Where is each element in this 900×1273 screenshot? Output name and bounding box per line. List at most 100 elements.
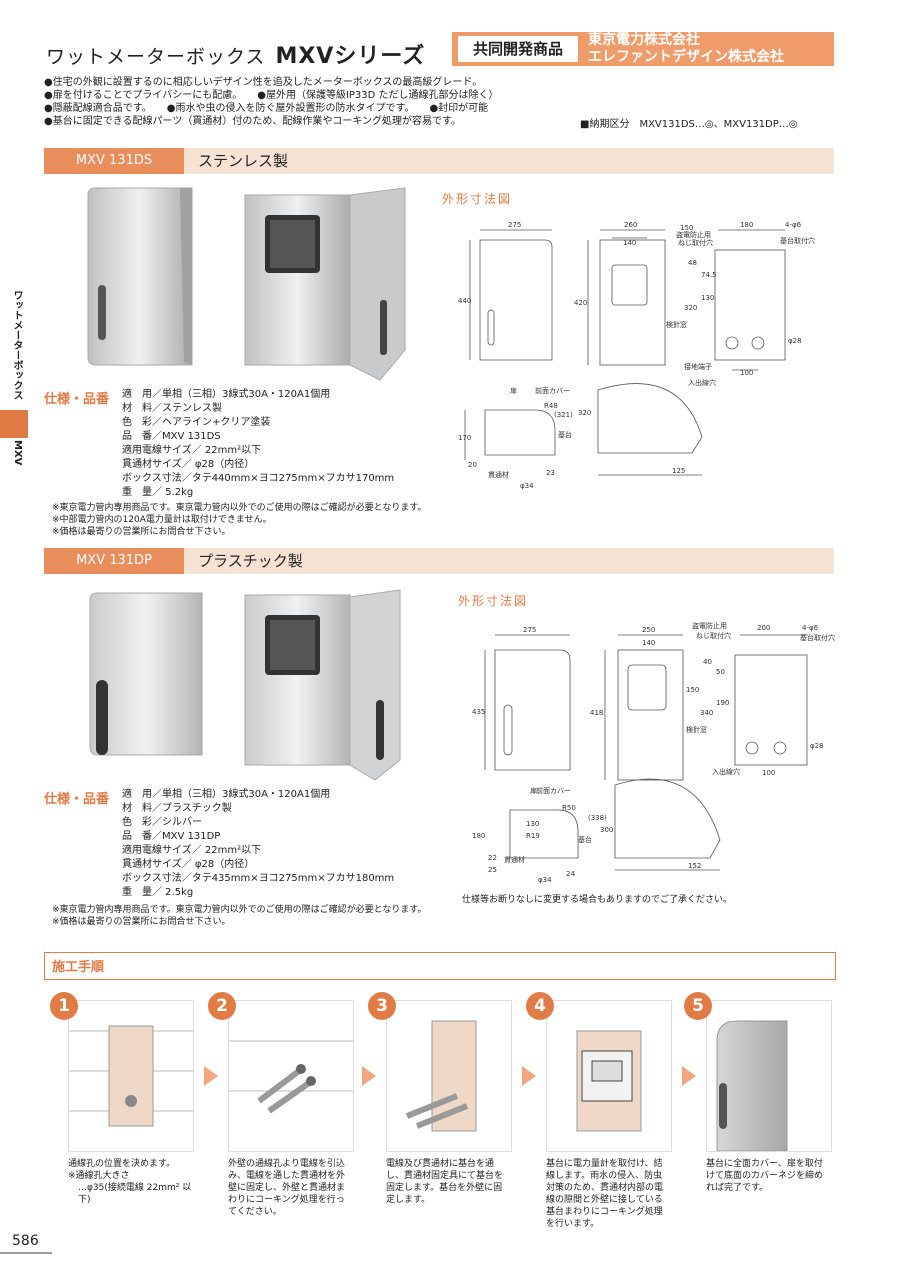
step-4-image xyxy=(546,1000,672,1152)
step-5-text: 基台に全面カバー、扉を取付けて底面のカバーネジを締めれば完了です。 xyxy=(706,1159,824,1193)
dim-100: 100 xyxy=(762,769,775,777)
dim-150: 150 xyxy=(686,686,699,694)
step-arrow-icon xyxy=(362,1066,376,1086)
dimension-drawing-ds: 275 440 260 140 420 150 320 48 74.5 130 … xyxy=(458,221,815,490)
step-arrow-icon xyxy=(682,1066,696,1086)
lbl-base: 基台 xyxy=(558,430,572,439)
spec-heading-ds: 仕様・品番 xyxy=(44,392,110,407)
dim-front-width: 275 xyxy=(508,221,521,229)
product-code-ds: MXV 131DS xyxy=(44,148,184,174)
step-number: 5 xyxy=(684,992,712,1020)
dim-bottom-height: 180 xyxy=(472,832,485,840)
dim-22: 22 xyxy=(488,854,497,862)
dim-r19: R19 xyxy=(526,832,540,840)
spec-heading-dp: 仕様・品番 xyxy=(44,792,110,807)
dim-130: 130 xyxy=(526,820,539,828)
notes-dp: ※東京電力管内専用商品です。東京電力管内以外でのご使用の際はご確認が必要となりま… xyxy=(52,905,427,927)
material-title-ds: ステンレス製 xyxy=(198,152,289,170)
dim-side-inner: 140 xyxy=(642,639,655,647)
lbl-front-cover: 前面カバー xyxy=(535,386,570,395)
dim-title-ds: 外形寸法図 xyxy=(442,192,513,206)
product-code-dp: MXV 131DP xyxy=(44,548,184,574)
lbl-base-hole: 基台取付穴 xyxy=(800,633,835,642)
lbl-door: 扉 xyxy=(530,786,537,795)
lbl-pass-member: 貫通材 xyxy=(488,470,509,479)
dim-340: 340 xyxy=(700,709,713,717)
lbl-screw: ねじ取付穴 xyxy=(678,238,713,247)
lbl-entry-hole: 入出線穴 xyxy=(688,378,716,387)
dim-100: 100 xyxy=(740,369,753,377)
dim-bottom-height: 170 xyxy=(458,434,471,442)
joint-companies: 東京電力株式会社エレファントデザイン株式会社 xyxy=(588,32,784,65)
lbl-entry-hole: 入出線穴 xyxy=(712,767,740,776)
dim-side-inner: 140 xyxy=(623,239,636,247)
dim-side-height: 418 xyxy=(590,709,603,717)
dim-190: 190 xyxy=(716,699,729,707)
spec-list-ds: 適 用／単相（三相）3線式30A・120A1個用材 料／ステンレス製 色 彩／ヘ… xyxy=(122,389,395,498)
steps-title: 施工手順 xyxy=(52,960,105,975)
dim-150: 150 xyxy=(680,224,693,232)
dim-300: 300 xyxy=(600,826,613,834)
spec-list-dp: 適 用／単相（三相）3線式30A・120A1個用材 料／プラスチック製 色 彩／… xyxy=(122,789,395,898)
series-name: MXVシリーズ xyxy=(275,44,426,69)
dim-side-height: 420 xyxy=(574,299,587,307)
dim-title-dp: 外形寸法図 xyxy=(458,594,529,608)
dim-28: φ28 xyxy=(788,337,802,345)
dim-side-320: 320 xyxy=(578,409,591,417)
dim-front-height: 440 xyxy=(458,297,471,305)
dim-130: 130 xyxy=(701,294,714,302)
lbl-ground: 接地端子 xyxy=(684,362,712,371)
dim-front-height: 435 xyxy=(472,708,485,716)
dim-25: 25 xyxy=(488,866,497,874)
dimension-drawing-dp: 275 435 250 140 418 150 340 40 50 190 20… xyxy=(472,621,835,884)
dim-40: 40 xyxy=(703,658,712,666)
side-tab-label: MXV xyxy=(12,440,23,466)
change-notice: 仕様等お断りなしに変更する場合もありますのでご了承ください。 xyxy=(462,895,733,905)
dim-34: φ34 xyxy=(520,482,534,490)
feature-bullet: ●扉を付けることでプライバシーにも配慮。 ●屋外用（保護等級IP33D ただし通… xyxy=(44,90,499,101)
feature-bullet: ●隠蔽配線適合品です。 ●雨水や虫の侵入を防ぐ屋外設置形の防水タイプです。 ●封… xyxy=(44,103,489,114)
delivery-class: ■納期区分 MXV131DS…◎、MXV131DP…◎ xyxy=(580,119,798,130)
lbl-door: 扉 xyxy=(510,386,517,395)
dim-23: 23 xyxy=(546,469,555,477)
dim-front-width: 275 xyxy=(523,626,536,634)
lbl-front-cover: 前面カバー xyxy=(536,786,571,795)
dim-radius: R50 xyxy=(562,804,576,812)
step-number: 1 xyxy=(50,992,78,1020)
lbl-pass-member: 貫通材 xyxy=(504,855,525,864)
dim-321: (321) xyxy=(554,411,573,419)
step-3-image xyxy=(386,1000,512,1152)
step-3-text: 電線及び貫通材に基台を通し、貫通材固定具にて基台を固定します。基台を外壁に固定し… xyxy=(386,1159,504,1205)
dim-34: φ34 xyxy=(538,876,552,884)
step-4-text: 基台に電力量計を取付け、結線します。雨水の侵入、防虫対策のため、貫通材内部の電線… xyxy=(546,1159,664,1229)
lbl-base: 基台 xyxy=(578,835,592,844)
dim-holes: 4-φ6 xyxy=(802,624,819,632)
lbl-meter-window: 検針窓 xyxy=(666,320,687,329)
step-arrow-icon xyxy=(204,1066,218,1086)
step-arrow-icon xyxy=(522,1066,536,1086)
feature-bullet: ●基台に固定できる配線パーツ（貫通材）付のため、配線作業やコーキング処理が容易で… xyxy=(44,116,462,127)
step-2-image xyxy=(228,1000,354,1152)
step-1-text: 通線孔の位置を決めます。※通線孔大きさ…φ35(接続電線 22mm² 以下) xyxy=(68,1159,192,1205)
dim-745: 74.5 xyxy=(701,271,717,279)
material-title-dp: プラスチック製 xyxy=(198,552,303,570)
step-5-image xyxy=(706,1000,832,1152)
dim-20: 20 xyxy=(468,461,477,469)
dim-152: 152 xyxy=(688,862,701,870)
step-number: 2 xyxy=(208,992,236,1020)
dim-28: φ28 xyxy=(810,742,824,750)
steps-header xyxy=(44,952,836,980)
dim-holes: 4-φ6 xyxy=(785,221,802,229)
dim-back-width: 180 xyxy=(740,221,753,229)
step-number: 4 xyxy=(526,992,554,1020)
step-2-text: 外壁の通線孔より電線を引込み、電線を通した貫通材を外壁に固定し、外壁と貫通材まわ… xyxy=(228,1159,346,1217)
side-tab-marker xyxy=(0,410,28,438)
step-1-image xyxy=(68,1000,194,1152)
dim-50: 50 xyxy=(716,668,725,676)
lbl-base-hole: 基台取付穴 xyxy=(780,236,815,245)
joint-dev-label: 共同開発商品 xyxy=(458,36,578,62)
dim-side-width: 260 xyxy=(624,221,637,229)
product-photo-dp xyxy=(89,589,401,781)
dim-338: (338) xyxy=(588,814,607,822)
